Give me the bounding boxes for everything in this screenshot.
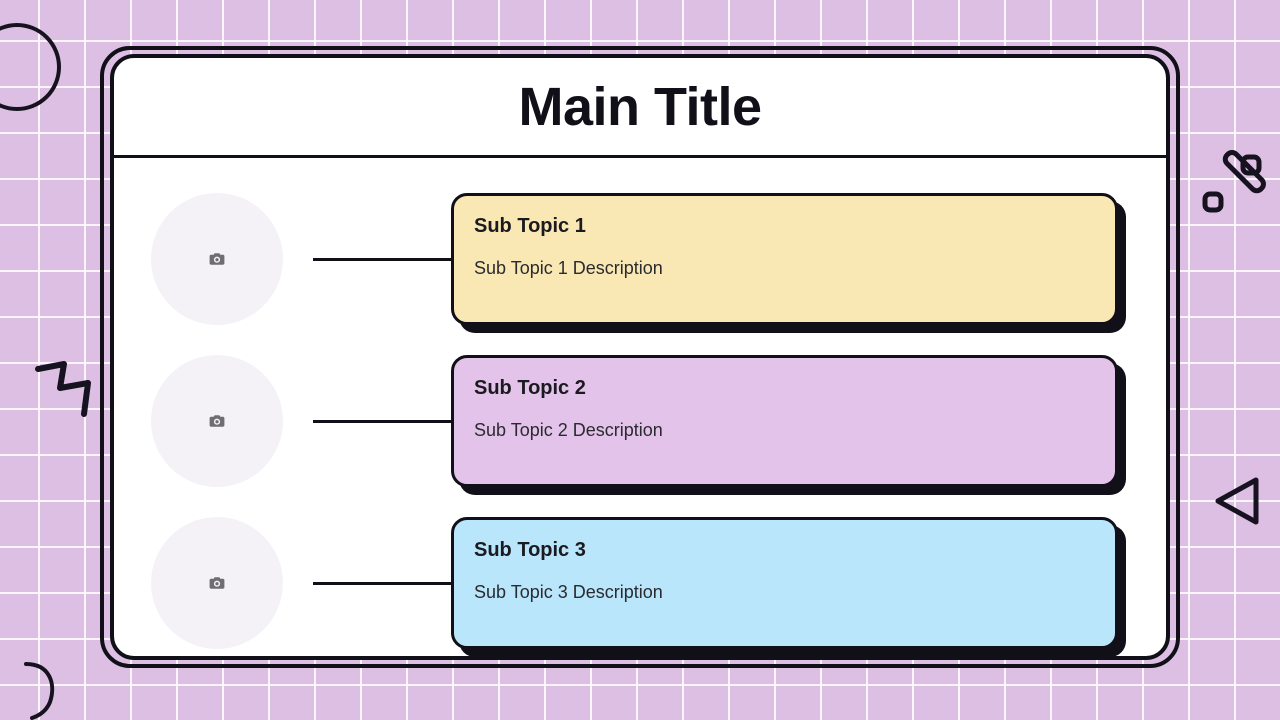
image-placeholder[interactable] (150, 193, 283, 325)
list-item[interactable]: Sub Topic 3 Sub Topic 3 Description (114, 502, 1166, 656)
list-item[interactable]: Sub Topic 1 Sub Topic 1 Description (114, 178, 1166, 340)
card-slot-2: Sub Topic 2 Sub Topic 2 Description (451, 355, 1166, 487)
card-description: Sub Topic 2 Description (474, 420, 663, 440)
card-slot-1: Sub Topic 1 Sub Topic 1 Description (451, 193, 1166, 325)
slide-header: Main Title (114, 58, 1166, 158)
topic-card[interactable]: Sub Topic 3 Sub Topic 3 Description (451, 517, 1118, 649)
zigzag-decoration (35, 361, 91, 417)
topic-card[interactable]: Sub Topic 1 Sub Topic 1 Description (451, 193, 1118, 325)
thumbnail-slot-1[interactable] (114, 193, 319, 325)
slide-frame: Main Title Sub Topic 1 (110, 54, 1170, 660)
circle-outline-decoration (0, 23, 61, 111)
thumbnail-slot-2[interactable] (114, 355, 319, 487)
list-item[interactable]: Sub Topic 2 Sub Topic 2 Description (114, 340, 1166, 502)
card-title: Sub Topic 3 (474, 539, 586, 561)
crescent-decoration (24, 662, 55, 720)
camera-icon (209, 415, 224, 427)
camera-icon (209, 577, 224, 589)
connector-line (313, 419, 451, 423)
card-slot-3: Sub Topic 3 Sub Topic 3 Description (451, 517, 1166, 649)
card-title: Sub Topic 1 (474, 215, 586, 237)
slide-frame-outer-border (100, 46, 1180, 668)
card-title: Sub Topic 2 (474, 377, 586, 399)
connector-line (313, 581, 451, 585)
topic-card[interactable]: Sub Topic 2 Sub Topic 2 Description (451, 355, 1118, 487)
percent-decoration (1202, 150, 1266, 213)
image-placeholder[interactable] (150, 517, 283, 649)
card-description: Sub Topic 1 Description (474, 258, 663, 278)
connector-line (313, 257, 451, 261)
triangle-decoration (1215, 477, 1259, 525)
image-placeholder[interactable] (150, 355, 283, 487)
card-description: Sub Topic 3 Description (474, 582, 663, 602)
thumbnail-slot-3[interactable] (114, 517, 319, 649)
camera-icon (209, 253, 224, 265)
page-title: Main Title (518, 76, 762, 137)
topic-list: Sub Topic 1 Sub Topic 1 Description (114, 158, 1166, 656)
